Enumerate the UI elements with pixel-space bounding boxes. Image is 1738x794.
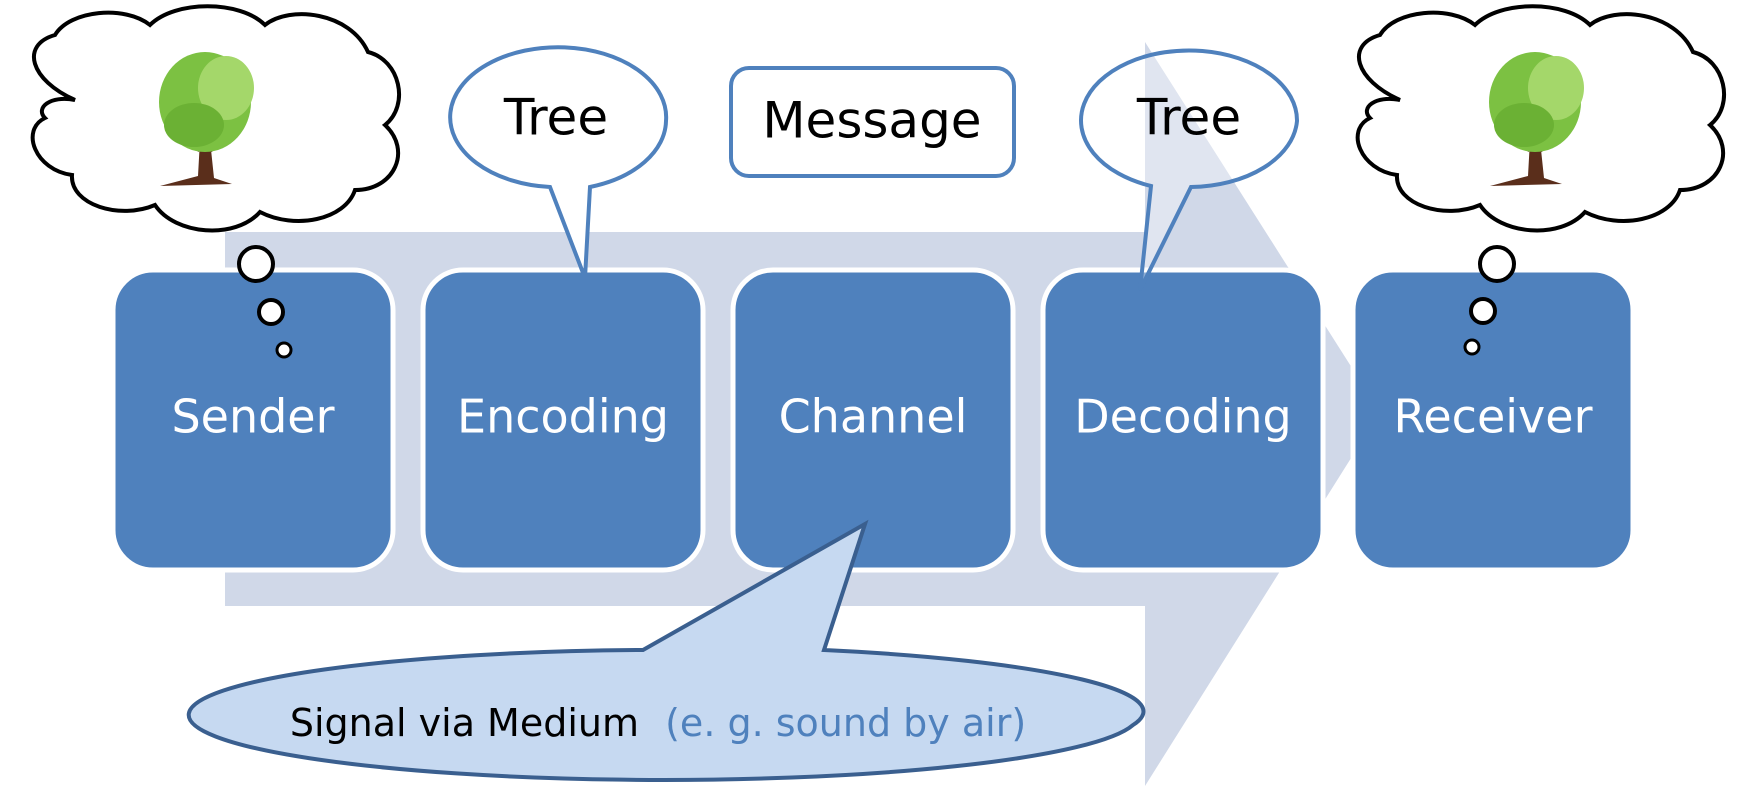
- sender-tree-icon: [159, 52, 254, 186]
- stage-channel-box: Channel: [730, 267, 1016, 573]
- receiver-thought-dot-large: [1478, 245, 1516, 283]
- encoding-word: Tree: [503, 89, 608, 147]
- stage-sender-box: Sender: [110, 267, 396, 573]
- signal-example-text: (e. g. sound by air): [665, 701, 1026, 745]
- sender-thought-dot-large: [237, 245, 275, 283]
- stage-label-decoding: Decoding: [1074, 390, 1292, 444]
- stage-encoding-box: Encoding: [420, 267, 706, 573]
- decoding-word: Tree: [1136, 89, 1241, 147]
- stage-receiver-box: Receiver: [1350, 267, 1636, 573]
- stage-label-sender: Sender: [171, 390, 334, 444]
- receiver-thought-cloud: [1355, 4, 1727, 233]
- sender-thought-cloud: [30, 4, 402, 233]
- receiver-thought-dot-medium: [1469, 297, 1497, 325]
- sender-thought-dot-small: [275, 341, 293, 359]
- stage-label-channel: Channel: [779, 390, 968, 444]
- sender-thought-dot-medium: [257, 298, 285, 326]
- receiver-tree-icon: [1489, 52, 1584, 186]
- signal-label: Signal via Medium (e. g. sound by air): [290, 701, 1026, 745]
- stage-label-encoding: Encoding: [457, 390, 669, 444]
- decoding-speech-bubble: Tree: [1079, 48, 1300, 291]
- encoding-speech-bubble: Tree: [448, 45, 669, 279]
- signal-callout: Signal via Medium (e. g. sound by air): [186, 519, 1146, 782]
- message-label: Message: [762, 92, 981, 150]
- message-box: Message: [729, 66, 1016, 178]
- receiver-thought-dot-small: [1463, 338, 1481, 356]
- signal-main-text: Signal via Medium: [290, 701, 639, 745]
- stage-decoding-box: Decoding: [1040, 267, 1326, 573]
- stage-label-receiver: Receiver: [1393, 390, 1592, 444]
